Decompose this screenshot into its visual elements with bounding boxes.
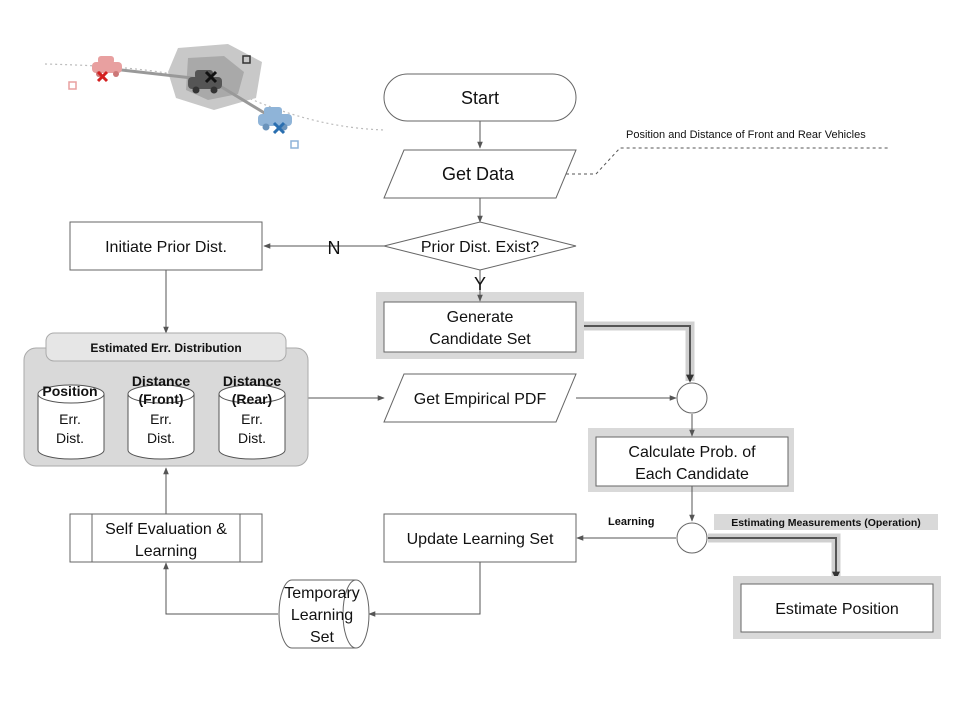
front-square-marker-icon — [68, 81, 77, 90]
distance-rear-db-header-2: (Rear) — [232, 391, 272, 407]
rear-square-marker-icon — [290, 140, 299, 149]
vehicle-illustration — [44, 44, 386, 149]
ego-cross-marker-icon — [204, 70, 218, 84]
temporary-learning-set-storage — [278, 579, 370, 649]
merge-connector-top — [676, 382, 708, 414]
connectors — [163, 121, 890, 617]
get-empirical-pdf-label: Get Empirical PDF — [414, 391, 547, 408]
operation-label-band — [714, 514, 938, 530]
position-db-body-2: Dist. — [56, 430, 84, 446]
distance-rear-db-body-2: Dist. — [238, 430, 266, 446]
self-evaluation-box — [69, 513, 263, 563]
distance-rear-db-header-1: Distance — [223, 373, 282, 389]
get-data-note: Position and Distance of Front and Rear … — [626, 129, 866, 141]
get-data-parallelogram — [383, 149, 577, 199]
rear-cross-marker-icon — [272, 121, 286, 135]
update-learning-set-box — [383, 513, 577, 563]
update-learning-set-label: Update Learning Set — [407, 531, 554, 548]
position-db-body-1: Err. — [59, 411, 81, 427]
distance-front-db-body-1: Err. — [150, 411, 172, 427]
generate-candidate-label-2: Candidate Set — [429, 331, 531, 348]
generate-candidate-label-1: Generate — [447, 309, 514, 326]
error-distribution-title: Estimated Err. Distribution — [90, 341, 241, 355]
prior-exist-label: Prior Dist. Exist? — [421, 239, 539, 256]
temporary-learning-set-label-1: Temporary — [284, 585, 360, 602]
learning-label: Learning — [608, 516, 654, 528]
branch-yes-label: Y — [474, 274, 486, 294]
distance-rear-database — [218, 384, 286, 460]
branch-no-label: N — [328, 238, 341, 258]
start-label: Start — [461, 88, 499, 108]
distance-front-db-header-1: Distance — [132, 373, 191, 389]
initiate-prior-label: Initiate Prior Dist. — [105, 239, 227, 256]
front-cross-marker-icon — [96, 70, 109, 83]
operation-path-highlight — [575, 321, 841, 580]
position-database — [37, 384, 105, 460]
temporary-learning-set-label-2: Learning — [291, 607, 353, 624]
prior-exist-decision — [383, 221, 577, 271]
start-terminal — [383, 73, 577, 122]
ego-square-marker-icon — [242, 55, 251, 64]
branch-connector-bottom — [676, 522, 708, 554]
temporary-learning-set-label-3: Set — [310, 629, 335, 646]
generate-candidate-box — [383, 301, 577, 353]
estimate-position-box — [740, 583, 934, 633]
position-db-header: Position — [42, 383, 97, 399]
calculate-prob-label-1: Calculate Prob. of — [628, 444, 756, 461]
self-evaluation-label-2: Learning — [135, 543, 197, 560]
distance-front-db-body-2: Dist. — [147, 430, 175, 446]
get-empirical-pdf-parallelogram — [383, 373, 577, 423]
calculate-prob-label-2: Each Candidate — [635, 466, 749, 483]
estimate-position-label: Estimate Position — [775, 601, 899, 618]
initiate-prior-box — [69, 221, 263, 271]
get-data-label: Get Data — [442, 164, 515, 184]
distance-front-database — [127, 384, 195, 460]
self-evaluation-label-1: Self Evaluation & — [105, 521, 227, 538]
calculate-prob-box — [595, 436, 789, 487]
operation-label: Estimating Measurements (Operation) — [731, 517, 921, 529]
distance-front-db-header-2: (Front) — [138, 391, 183, 407]
distance-rear-db-body-1: Err. — [241, 411, 263, 427]
